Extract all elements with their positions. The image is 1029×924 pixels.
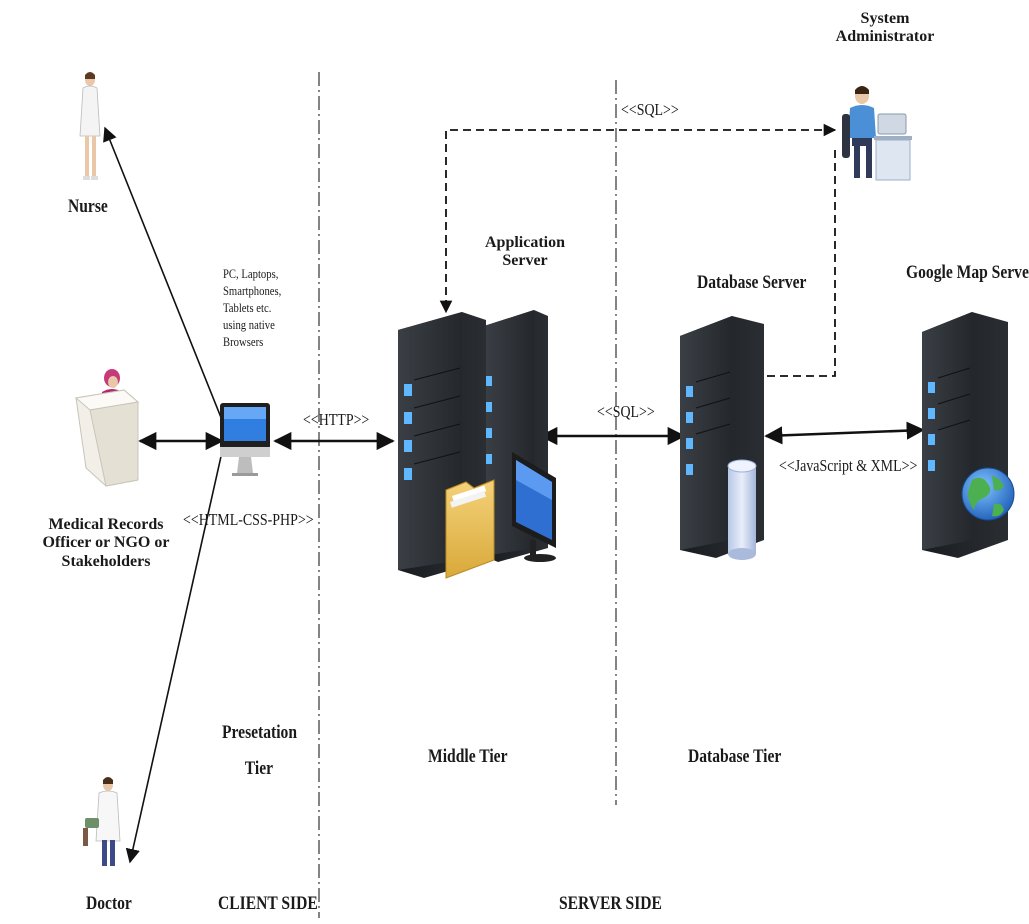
google-map-server-icon [922, 312, 1015, 558]
sysadmin-label-line1: System [860, 10, 910, 27]
database-server-label: Database Server [697, 272, 807, 293]
records-officer-label-line2: Officer or NGO or [42, 534, 170, 552]
monitor-icon [512, 452, 556, 562]
client-device-line4: using native [223, 316, 275, 332]
server-side-label: SERVER SIDE [559, 893, 662, 914]
client-device-line3: Tablets etc. [223, 299, 272, 315]
app-server-label-line1: Application [484, 234, 565, 251]
sysadmin-label-line2: Administrator [835, 28, 935, 46]
database-cylinder-icon [727, 459, 757, 560]
middle-tier-label: Middle Tier [428, 746, 508, 767]
presentation-tier-label: Presetation Tier [222, 722, 298, 780]
sysadmin-sql-path [439, 123, 837, 383]
presentation-tier-line2: Tier [244, 757, 274, 779]
doctor-label: Doctor [86, 893, 132, 914]
client-device-label: PC, Laptops, Smartphones, Tablets etc. u… [223, 266, 294, 350]
presentation-tier-line1: Presetation [222, 722, 298, 743]
html-css-php-label: <<HTML-CSS-PHP>> [183, 510, 314, 529]
sysadmin-icon [842, 86, 912, 181]
database-tier-label: Database Tier [688, 746, 782, 767]
records-officer-icon [74, 369, 140, 487]
client-device-line5: Browsers [223, 333, 264, 349]
client-computer-icon [220, 403, 270, 476]
database-server-icon [680, 316, 764, 560]
records-officer-label: Medical Records Officer or NGO or Stakeh… [14, 516, 198, 571]
actor-connectors [103, 126, 225, 864]
doctor-icon [83, 777, 121, 866]
client-side-label: CLIENT SIDE [218, 893, 318, 914]
arrow-js-xml [764, 421, 925, 445]
folder-icon [445, 479, 495, 579]
app-server-label: Application Server [470, 234, 580, 271]
dashed-arrow-to-app [439, 123, 837, 314]
nurse-label: Nurse [68, 196, 108, 217]
records-officer-label-line3: Stakeholders [61, 552, 151, 570]
bidirectional-connectors [138, 421, 925, 451]
client-device-line1: PC, Laptops, [223, 266, 279, 281]
http-label: <<HTTP>> [303, 410, 370, 429]
app-server-label-line2: Server [502, 252, 548, 270]
sql-mid-label: <<SQL>> [597, 402, 655, 421]
js-xml-label: <<JavaScript & XML>> [779, 456, 918, 475]
dashed-arrow-to-db [730, 150, 836, 383]
sysadmin-label: System Administrator [820, 10, 950, 47]
records-officer-label-line1: Medical Records [48, 516, 164, 533]
application-server-icon [398, 310, 556, 579]
arrow-to-nurse [103, 126, 225, 426]
nurse-icon [79, 72, 101, 180]
client-device-line2: Smartphones, [223, 282, 282, 298]
arrow-to-doctor [125, 451, 223, 864]
google-map-server-label: Google Map Server [906, 262, 1029, 283]
sql-top-label: <<SQL>> [621, 100, 679, 119]
globe-icon [961, 467, 1015, 521]
